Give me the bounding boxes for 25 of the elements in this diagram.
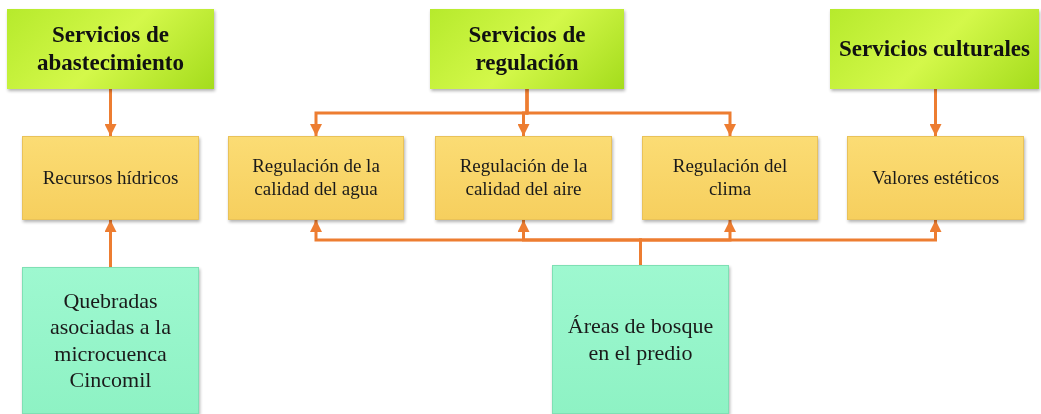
service-box: [228, 136, 404, 220]
service-box: [435, 136, 612, 220]
arrow: [104, 89, 117, 136]
node-label: Regulación del clima: [671, 155, 789, 201]
category-box: [7, 9, 214, 89]
node-label: Servicios de regulación: [467, 21, 587, 77]
node-label: Quebradas asociadas a la microcuenca Cincomil: [49, 287, 172, 394]
service-box: [22, 136, 199, 220]
node-label: Servicios culturales: [839, 35, 1030, 63]
node-label: Regulación de la calidad del aire: [458, 155, 589, 201]
service-box: [847, 136, 1024, 220]
arrow: [104, 220, 117, 267]
source-box: [552, 265, 729, 414]
arrow: [525, 89, 736, 136]
node-label: Regulación de la calidad del agua: [251, 155, 381, 201]
category-box: [830, 9, 1039, 89]
node-label: Áreas de bosque en el predio: [566, 313, 715, 366]
service-box: [642, 136, 818, 220]
node-label: Recursos hídricos: [42, 166, 179, 190]
node-label: Servicios de abastecimiento: [36, 21, 185, 77]
node-label: Valores estéticos: [871, 166, 1000, 190]
source-box: [22, 267, 199, 414]
arrow: [639, 220, 942, 265]
category-box: [430, 9, 624, 89]
arrow: [929, 89, 942, 136]
